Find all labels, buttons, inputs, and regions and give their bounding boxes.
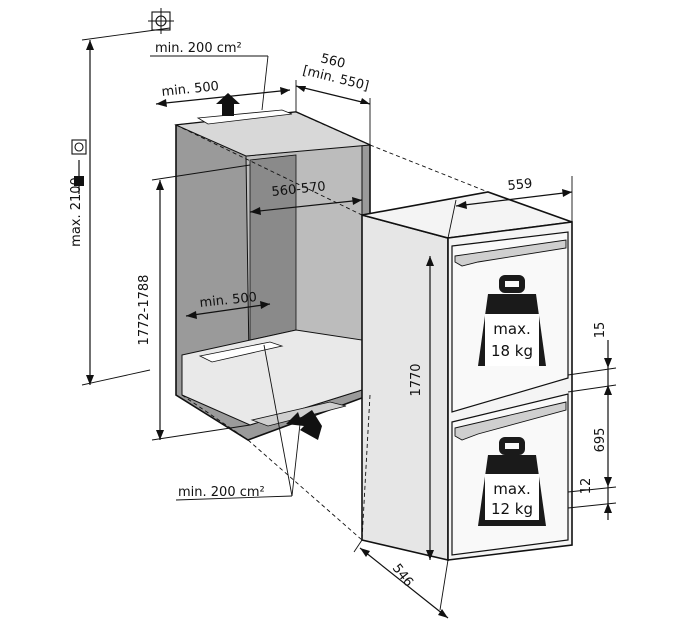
label-vent-bottom: min. 200 cm² [178, 485, 265, 500]
lower-load-line1: max. [493, 480, 530, 498]
label-gap-top: 15 [593, 322, 608, 339]
dimension-lines [81, 27, 617, 619]
label-appliance-height: 1770 [409, 363, 424, 396]
label-max-height: max. 2100 [69, 177, 84, 247]
label-vent-top: min. 200 cm² [155, 41, 242, 56]
label-niche-depth: 560 [319, 51, 347, 72]
upper-load-line1: max. [493, 320, 530, 338]
label-vent-top-width: min. 500 [161, 79, 220, 100]
label-appliance-depth: 546 [389, 561, 416, 590]
grounding-plug-icon [148, 8, 174, 34]
label-floor-vent-width: min. 500 [199, 290, 258, 311]
weight-lower-icon [478, 437, 546, 526]
lower-load-line2: 12 kg [491, 500, 533, 518]
power-plug-icon [71, 139, 87, 194]
top-vent-arrow-icon [216, 93, 240, 116]
niche-cabinet [174, 109, 372, 441]
weight-upper-icon [478, 275, 546, 366]
label-niche-height: 1772-1788 [137, 275, 152, 346]
label-lower-door-height: 695 [593, 428, 608, 453]
projection-lines [175, 111, 489, 541]
label-niche-inner-width: 560-570 [271, 179, 327, 200]
bottom-vent-arrow-icon [286, 410, 322, 440]
label-gap-bottom: 12 [579, 478, 594, 495]
upper-load-line2: 18 kg [491, 342, 533, 360]
label-appliance-width: 559 [507, 176, 533, 194]
